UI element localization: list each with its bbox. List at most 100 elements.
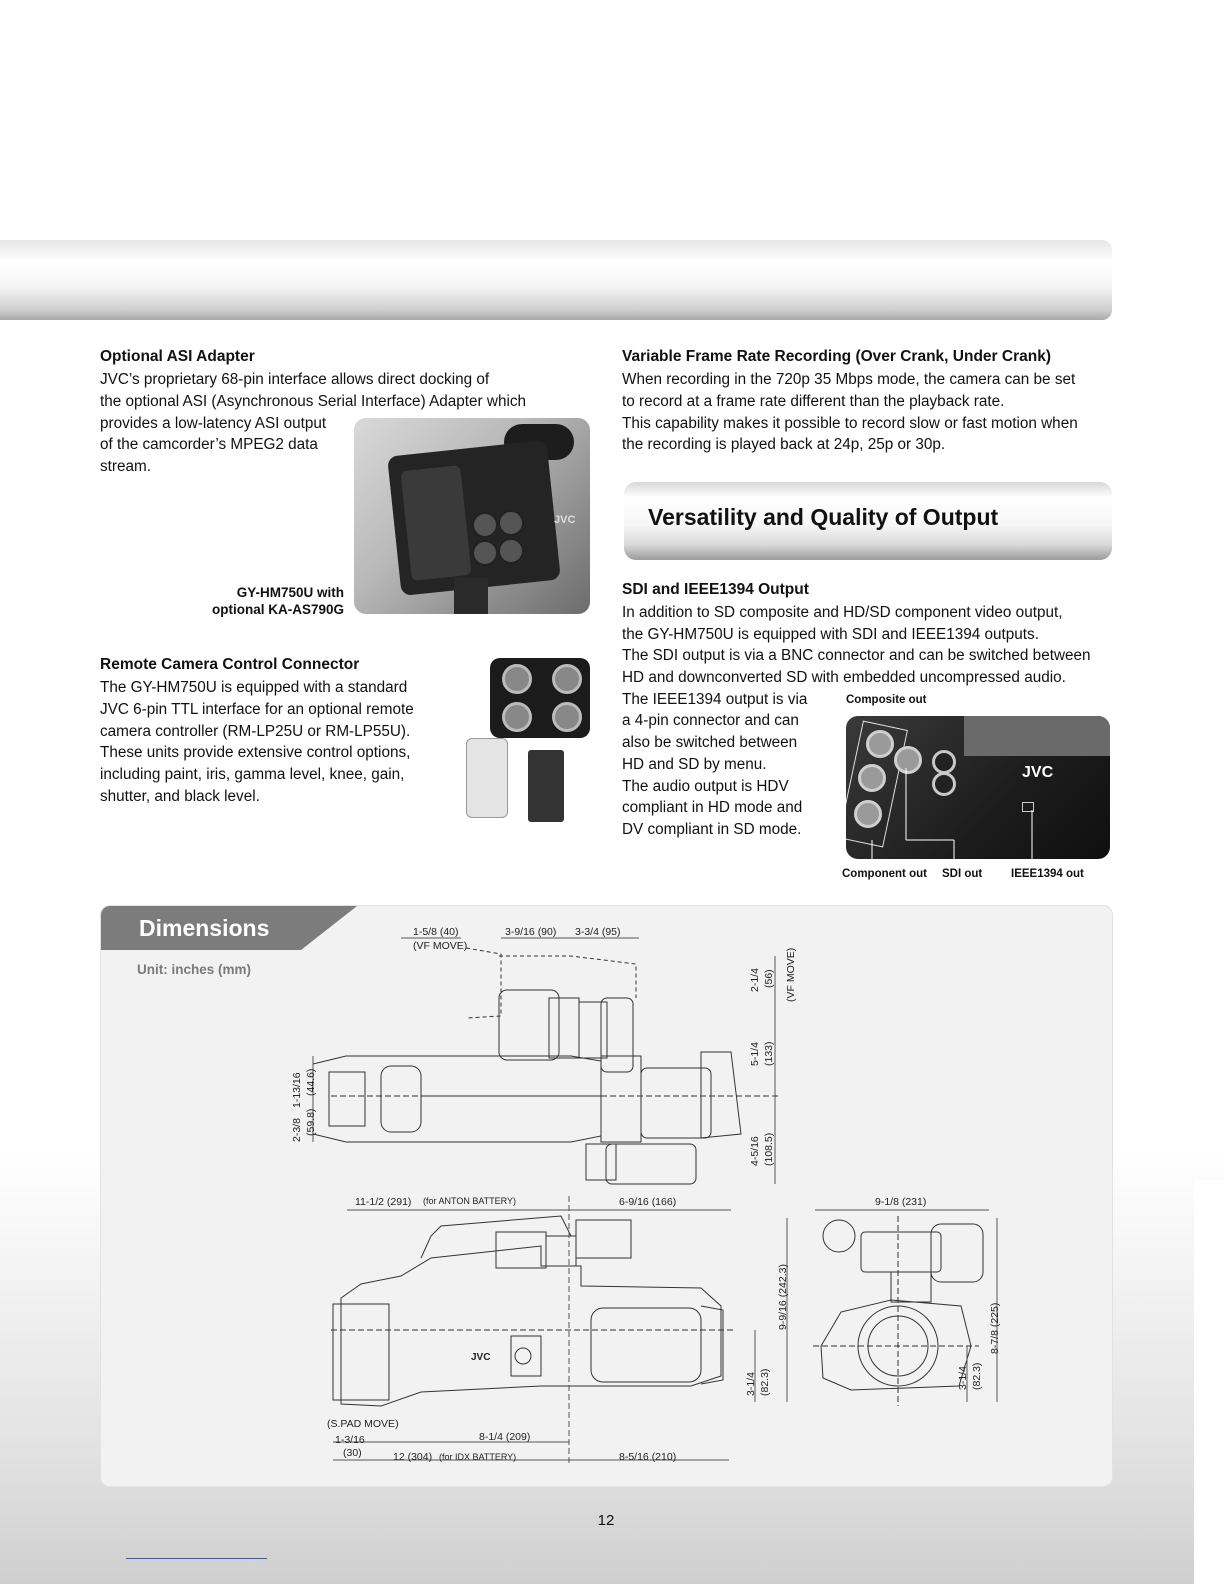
sdi-text-line: The SDI output is via a BNC connector an… xyxy=(622,647,1091,664)
remote-text-line: camera controller (RM-LP25U or RM-LP55U)… xyxy=(100,723,411,740)
dim-label: 3-9/16 (90) xyxy=(505,926,557,938)
sdi-text-line: the GY-HM750U is equipped with SDI and I… xyxy=(622,626,1039,643)
dim-label: (82.3) xyxy=(971,1362,983,1390)
dim-label: (108.5) xyxy=(763,1132,775,1166)
dim-label: (133) xyxy=(763,1041,775,1066)
section-title-band xyxy=(624,482,1112,560)
page-number: 12 xyxy=(597,1512,615,1529)
dim-label: (S.PAD MOVE) xyxy=(327,1418,399,1430)
asi-text-line: stream. xyxy=(100,458,151,475)
sdi-text-line: The IEEE1394 output is via xyxy=(622,691,808,708)
connector-shape xyxy=(498,510,524,536)
composite-out-label: Composite out xyxy=(846,694,927,706)
top-view-drawing xyxy=(312,947,781,1185)
remote-text-line: JVC 6-pin TTL interface for an optional … xyxy=(100,701,414,718)
dim-label: 8-7/8 (225) xyxy=(989,1302,1001,1354)
dim-label: 8-5/16 (210) xyxy=(619,1451,677,1463)
connector-shape xyxy=(472,512,498,538)
dim-label: 3-3/4 (95) xyxy=(575,926,621,938)
remote-text-line: shutter, and black level. xyxy=(100,788,260,805)
sdi-heading: SDI and IEEE1394 Output xyxy=(622,581,809,598)
dim-label: 3-1/4 xyxy=(957,1366,969,1390)
dim-label: (VF MOVE) xyxy=(785,947,797,1002)
jvc-logo: JVC xyxy=(1022,764,1054,781)
bnc-connector-shape xyxy=(502,664,532,694)
footer-link-underline xyxy=(126,1558,267,1559)
adapter-panel-shape xyxy=(400,465,472,581)
dim-label: (82.3) xyxy=(759,1368,771,1396)
dim-label: 1-13/16 xyxy=(291,1072,303,1108)
handheld-controller-shape xyxy=(466,738,508,818)
dim-label: 2-1/4 xyxy=(749,968,761,992)
sdi-text-line: also be switched between xyxy=(622,734,798,751)
sdi-text-line: HD and downconverted SD with embedded un… xyxy=(622,669,1066,686)
asi-adapter-photo: JVC xyxy=(354,418,590,614)
asi-text-line: JVC’s proprietary 68-pin interface allow… xyxy=(100,371,490,388)
vfr-text-line: to record at a frame rate different than… xyxy=(622,393,1005,410)
dim-label: 8-1/4 (209) xyxy=(479,1431,531,1443)
dim-label: 11-1/2 (291) xyxy=(355,1196,412,1208)
remote-text-line: including paint, iris, gamma level, knee… xyxy=(100,766,405,783)
bnc-connector-shape xyxy=(858,764,886,792)
asi-text-line: the optional ASI (Asynchronous Serial In… xyxy=(100,393,527,410)
dim-label: 4-5/16 xyxy=(749,1136,761,1166)
asi-heading: Optional ASI Adapter xyxy=(100,348,255,365)
asi-photo-caption: GY-HM750U with optional KA-AS790G xyxy=(212,584,344,618)
asi-caption-line: optional KA-AS790G xyxy=(211,602,344,617)
component-out-label: Component out xyxy=(842,868,927,880)
dimensions-title: Dimensions xyxy=(139,915,270,941)
top-plate-shape xyxy=(964,716,1110,756)
dimension-lines xyxy=(312,937,998,1466)
vfr-heading: Variable Frame Rate Recording (Over Cran… xyxy=(622,348,1051,365)
ieee1394-out-label: IEEE1394 out xyxy=(1011,868,1084,880)
dim-label: (30) xyxy=(343,1447,362,1459)
sdi-text-line: HD and SD by menu. xyxy=(622,756,767,773)
bnc-connector-shape xyxy=(854,800,882,828)
vfr-text-line: This capability makes it possible to rec… xyxy=(622,415,1078,432)
jvc-logo: JVC xyxy=(471,1352,491,1363)
callout-lines xyxy=(871,768,1033,868)
vfr-text-line: the recording is played back at 24p, 25p… xyxy=(622,436,946,453)
versatility-section-title: Versatility and Quality of Output xyxy=(648,504,999,530)
front-view-drawing xyxy=(813,1216,984,1406)
dim-label: (44.6) xyxy=(305,1068,317,1096)
connector-shape xyxy=(498,538,524,564)
dim-label: 1-5/8 (40) xyxy=(413,926,459,938)
panel-controller-shape xyxy=(528,750,564,822)
dimension-drawings xyxy=(312,937,998,1466)
page-edge xyxy=(1194,1180,1224,1584)
top-decorative-band xyxy=(0,240,1112,320)
bnc-connector-shape xyxy=(866,730,894,758)
dim-label: 2-3/8 xyxy=(291,1118,303,1142)
sdi-out-label: SDI out xyxy=(942,868,983,880)
dim-label: 5-1/4 xyxy=(749,1042,761,1066)
connector-ring-shape xyxy=(932,772,956,796)
dimensions-unit: Unit: inches (mm) xyxy=(137,962,252,977)
dimensions-tab xyxy=(101,906,357,950)
bnc-connector-shape xyxy=(502,702,532,732)
dim-label: 12 (304) xyxy=(393,1451,433,1463)
dim-label: (for ANTON BATTERY) xyxy=(423,1196,517,1206)
sdi-text-line: compliant in HD mode and xyxy=(622,799,803,816)
bnc-connector-shape xyxy=(552,664,582,694)
connector-shape xyxy=(472,540,498,566)
mount-shape xyxy=(454,578,488,614)
dim-label: 9-9/16 (242.3) xyxy=(777,1264,789,1330)
sdi-bnc-connector-shape xyxy=(894,746,922,774)
dimensions-panel: Dimensions Unit: inches (mm) xyxy=(100,905,1113,1487)
dim-label: 3-1/4 xyxy=(745,1372,757,1396)
side-view-drawing xyxy=(331,1215,733,1407)
jvc-logo: JVC xyxy=(554,514,576,526)
dim-label: (59.8) xyxy=(305,1108,317,1136)
bnc-connector-shape xyxy=(552,702,582,732)
asi-text-line: provides a low-latency ASI output xyxy=(100,415,327,432)
sdi-text-line: a 4-pin connector and can xyxy=(622,712,799,729)
dim-label: (VF MOVE) xyxy=(413,940,468,952)
vfr-text-line: When recording in the 720p 35 Mbps mode,… xyxy=(622,371,1076,388)
sdi-text-line: In addition to SD composite and HD/SD co… xyxy=(622,604,1063,621)
asi-text-line: of the camcorder’s MPEG2 data xyxy=(100,436,318,453)
remote-heading: Remote Camera Control Connector xyxy=(100,656,360,673)
output-connectors-photo: JVC xyxy=(846,716,1110,859)
sdi-text-line: The audio output is HDV xyxy=(622,778,789,795)
asi-caption-line: GY-HM750U with xyxy=(236,585,344,600)
